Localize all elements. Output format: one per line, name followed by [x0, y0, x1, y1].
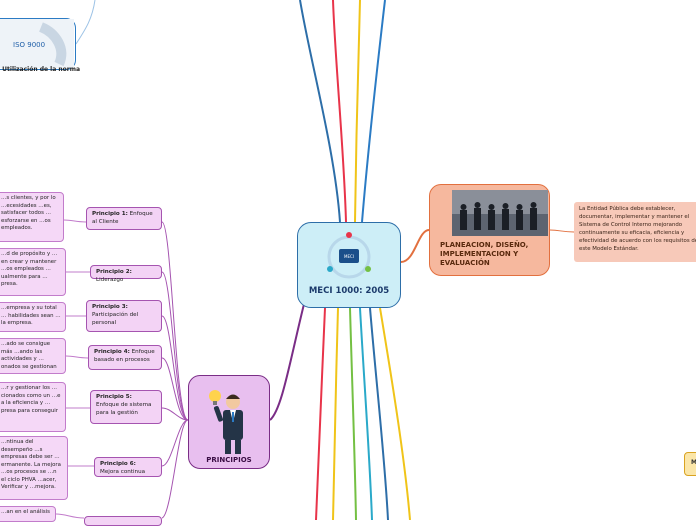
principle-box-7[interactable]	[84, 516, 162, 526]
principle-detail-6[interactable]: …ntinua del desempeño …s empresas debe s…	[0, 436, 68, 500]
principle-detail-1[interactable]: …s clientes, y por lo …ecesidades …es, s…	[0, 192, 64, 242]
planeacion-node[interactable]: PLANEACION, DISEÑO, IMPLEMENTACION Y EVA…	[429, 184, 550, 276]
principle-detail-2[interactable]: …d de propósito y …en crear y mantener ……	[0, 248, 66, 296]
principle-box-6[interactable]: Principio 6: Mejora continua	[94, 457, 162, 477]
principle-text: Enfoque basado en procesos	[94, 349, 155, 363]
principle-detail-4[interactable]: …ado se consigue más …ando las actividad…	[0, 338, 66, 374]
planeacion-description[interactable]: La Entidad Pública debe establecer, docu…	[574, 202, 696, 262]
iso-image-text: ISO 9000	[13, 41, 45, 49]
principle-box-4[interactable]: Principio 4: Enfoque basado en procesos	[88, 345, 162, 370]
iso-usage-label: Utilización de la norma	[2, 66, 80, 73]
principle-label: Principio 5:	[96, 394, 132, 400]
principle-box-2[interactable]: Principio 2: Liderazgo	[90, 265, 162, 283]
principle-text: Participación del personal	[92, 312, 139, 326]
meci-logo-text: MECI	[344, 254, 354, 259]
principle-box-1[interactable]: Principio 1: Enfoque al Cliente	[86, 207, 162, 230]
team-photo-image	[452, 190, 548, 236]
central-title: MECI 1000: 2005	[308, 286, 390, 296]
principle-label: Principio 6:	[100, 461, 136, 467]
principle-text: Liderazgo	[96, 277, 124, 283]
central-node-meci[interactable]: MECI MECI 1000: 2005	[297, 222, 401, 308]
principle-detail-5[interactable]: …r y gestionar los …cionados como un …e …	[0, 382, 66, 432]
principle-label: Principio 4:	[94, 349, 130, 355]
principios-node[interactable]: PRINCIPIOS	[188, 375, 270, 469]
principle-text: Enfoque de sistema para la gestión	[96, 402, 152, 416]
iso-9000-image: ISO 9000	[0, 19, 74, 68]
principle-label: Principio 2:	[96, 269, 132, 275]
principle-text: Mejora continua	[100, 469, 146, 475]
principle-box-3[interactable]: Principio 3: Participación del personal	[86, 300, 162, 332]
principle-label: Principio 3:	[92, 304, 128, 310]
principle-label: Principio 1:	[92, 211, 128, 217]
principle-box-5[interactable]: Principio 5: Enfoque de sistema para la …	[90, 390, 162, 424]
iso-9000-node[interactable]: ISO 9000	[0, 18, 76, 70]
planeacion-title: PLANEACION, DISEÑO, IMPLEMENTACION Y EVA…	[440, 241, 529, 267]
principle-detail-3[interactable]: …empresa y su total … habilidades sean ……	[0, 302, 66, 332]
meci-logo-icon: MECI	[327, 232, 371, 279]
principios-title: PRINCIPIOS	[206, 456, 252, 464]
right-partial-node[interactable]: M	[684, 452, 696, 476]
businessman-idea-icon	[209, 390, 243, 454]
principle-text: Enfoque al Cliente	[92, 211, 153, 225]
